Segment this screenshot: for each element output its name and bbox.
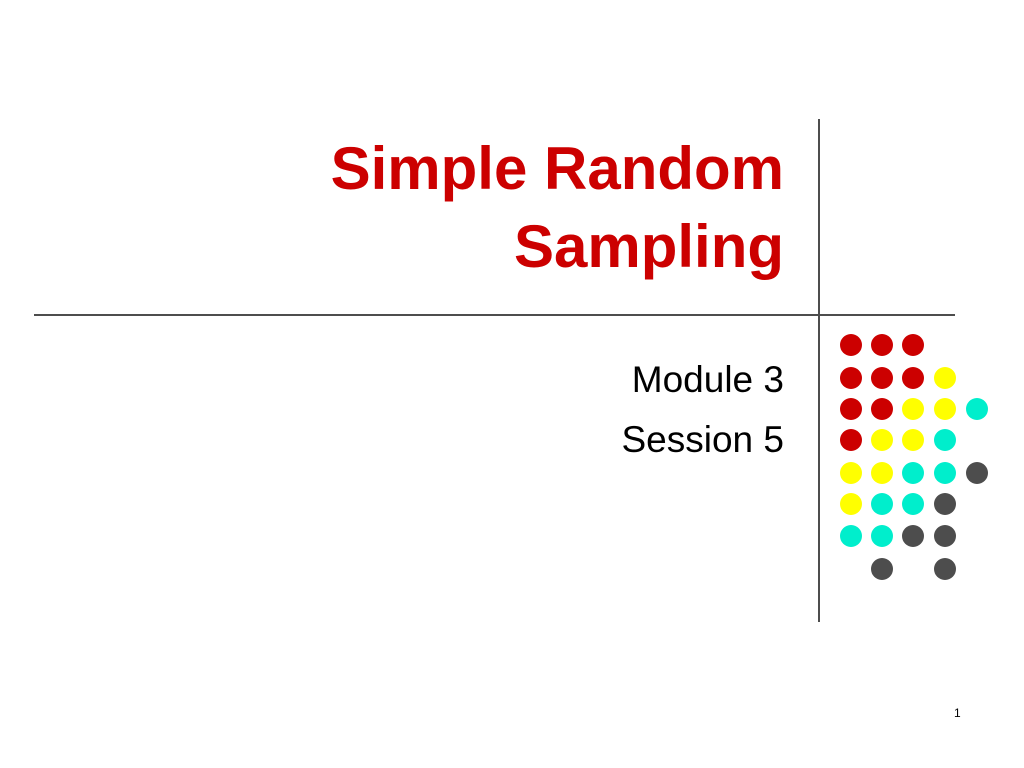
red-dot-icon (871, 398, 893, 420)
yellow-dot-icon (902, 429, 924, 451)
gray-dot-icon (934, 525, 956, 547)
gray-dot-icon (934, 558, 956, 580)
subtitle-session: Session 5 (621, 419, 785, 460)
red-dot-icon (840, 367, 862, 389)
red-dot-icon (902, 334, 924, 356)
yellow-dot-icon (871, 429, 893, 451)
cyan-dot-icon (871, 525, 893, 547)
red-dot-icon (871, 334, 893, 356)
cyan-dot-icon (934, 462, 956, 484)
slide-subtitle: Module 3 Session 5 (384, 350, 785, 470)
red-dot-icon (840, 334, 862, 356)
cyan-dot-icon (934, 429, 956, 451)
yellow-dot-icon (840, 462, 862, 484)
vertical-divider (818, 119, 820, 622)
yellow-dot-icon (934, 398, 956, 420)
title-line-2: Sampling (513, 213, 784, 280)
gray-dot-icon (902, 525, 924, 547)
slide-title: Simple Random Sampling (184, 130, 784, 286)
red-dot-icon (840, 429, 862, 451)
yellow-dot-icon (902, 398, 924, 420)
gray-dot-icon (871, 558, 893, 580)
yellow-dot-icon (934, 367, 956, 389)
gray-dot-icon (966, 462, 988, 484)
cyan-dot-icon (840, 525, 862, 547)
cyan-dot-icon (902, 493, 924, 515)
red-dot-icon (871, 367, 893, 389)
cyan-dot-icon (966, 398, 988, 420)
gray-dot-icon (934, 493, 956, 515)
red-dot-icon (902, 367, 924, 389)
title-line-1: Simple Random (330, 135, 784, 202)
cyan-dot-icon (902, 462, 924, 484)
horizontal-divider (34, 314, 955, 316)
yellow-dot-icon (871, 462, 893, 484)
subtitle-module: Module 3 (631, 359, 784, 400)
red-dot-icon (840, 398, 862, 420)
page-number: 1 (954, 706, 961, 720)
cyan-dot-icon (871, 493, 893, 515)
yellow-dot-icon (840, 493, 862, 515)
